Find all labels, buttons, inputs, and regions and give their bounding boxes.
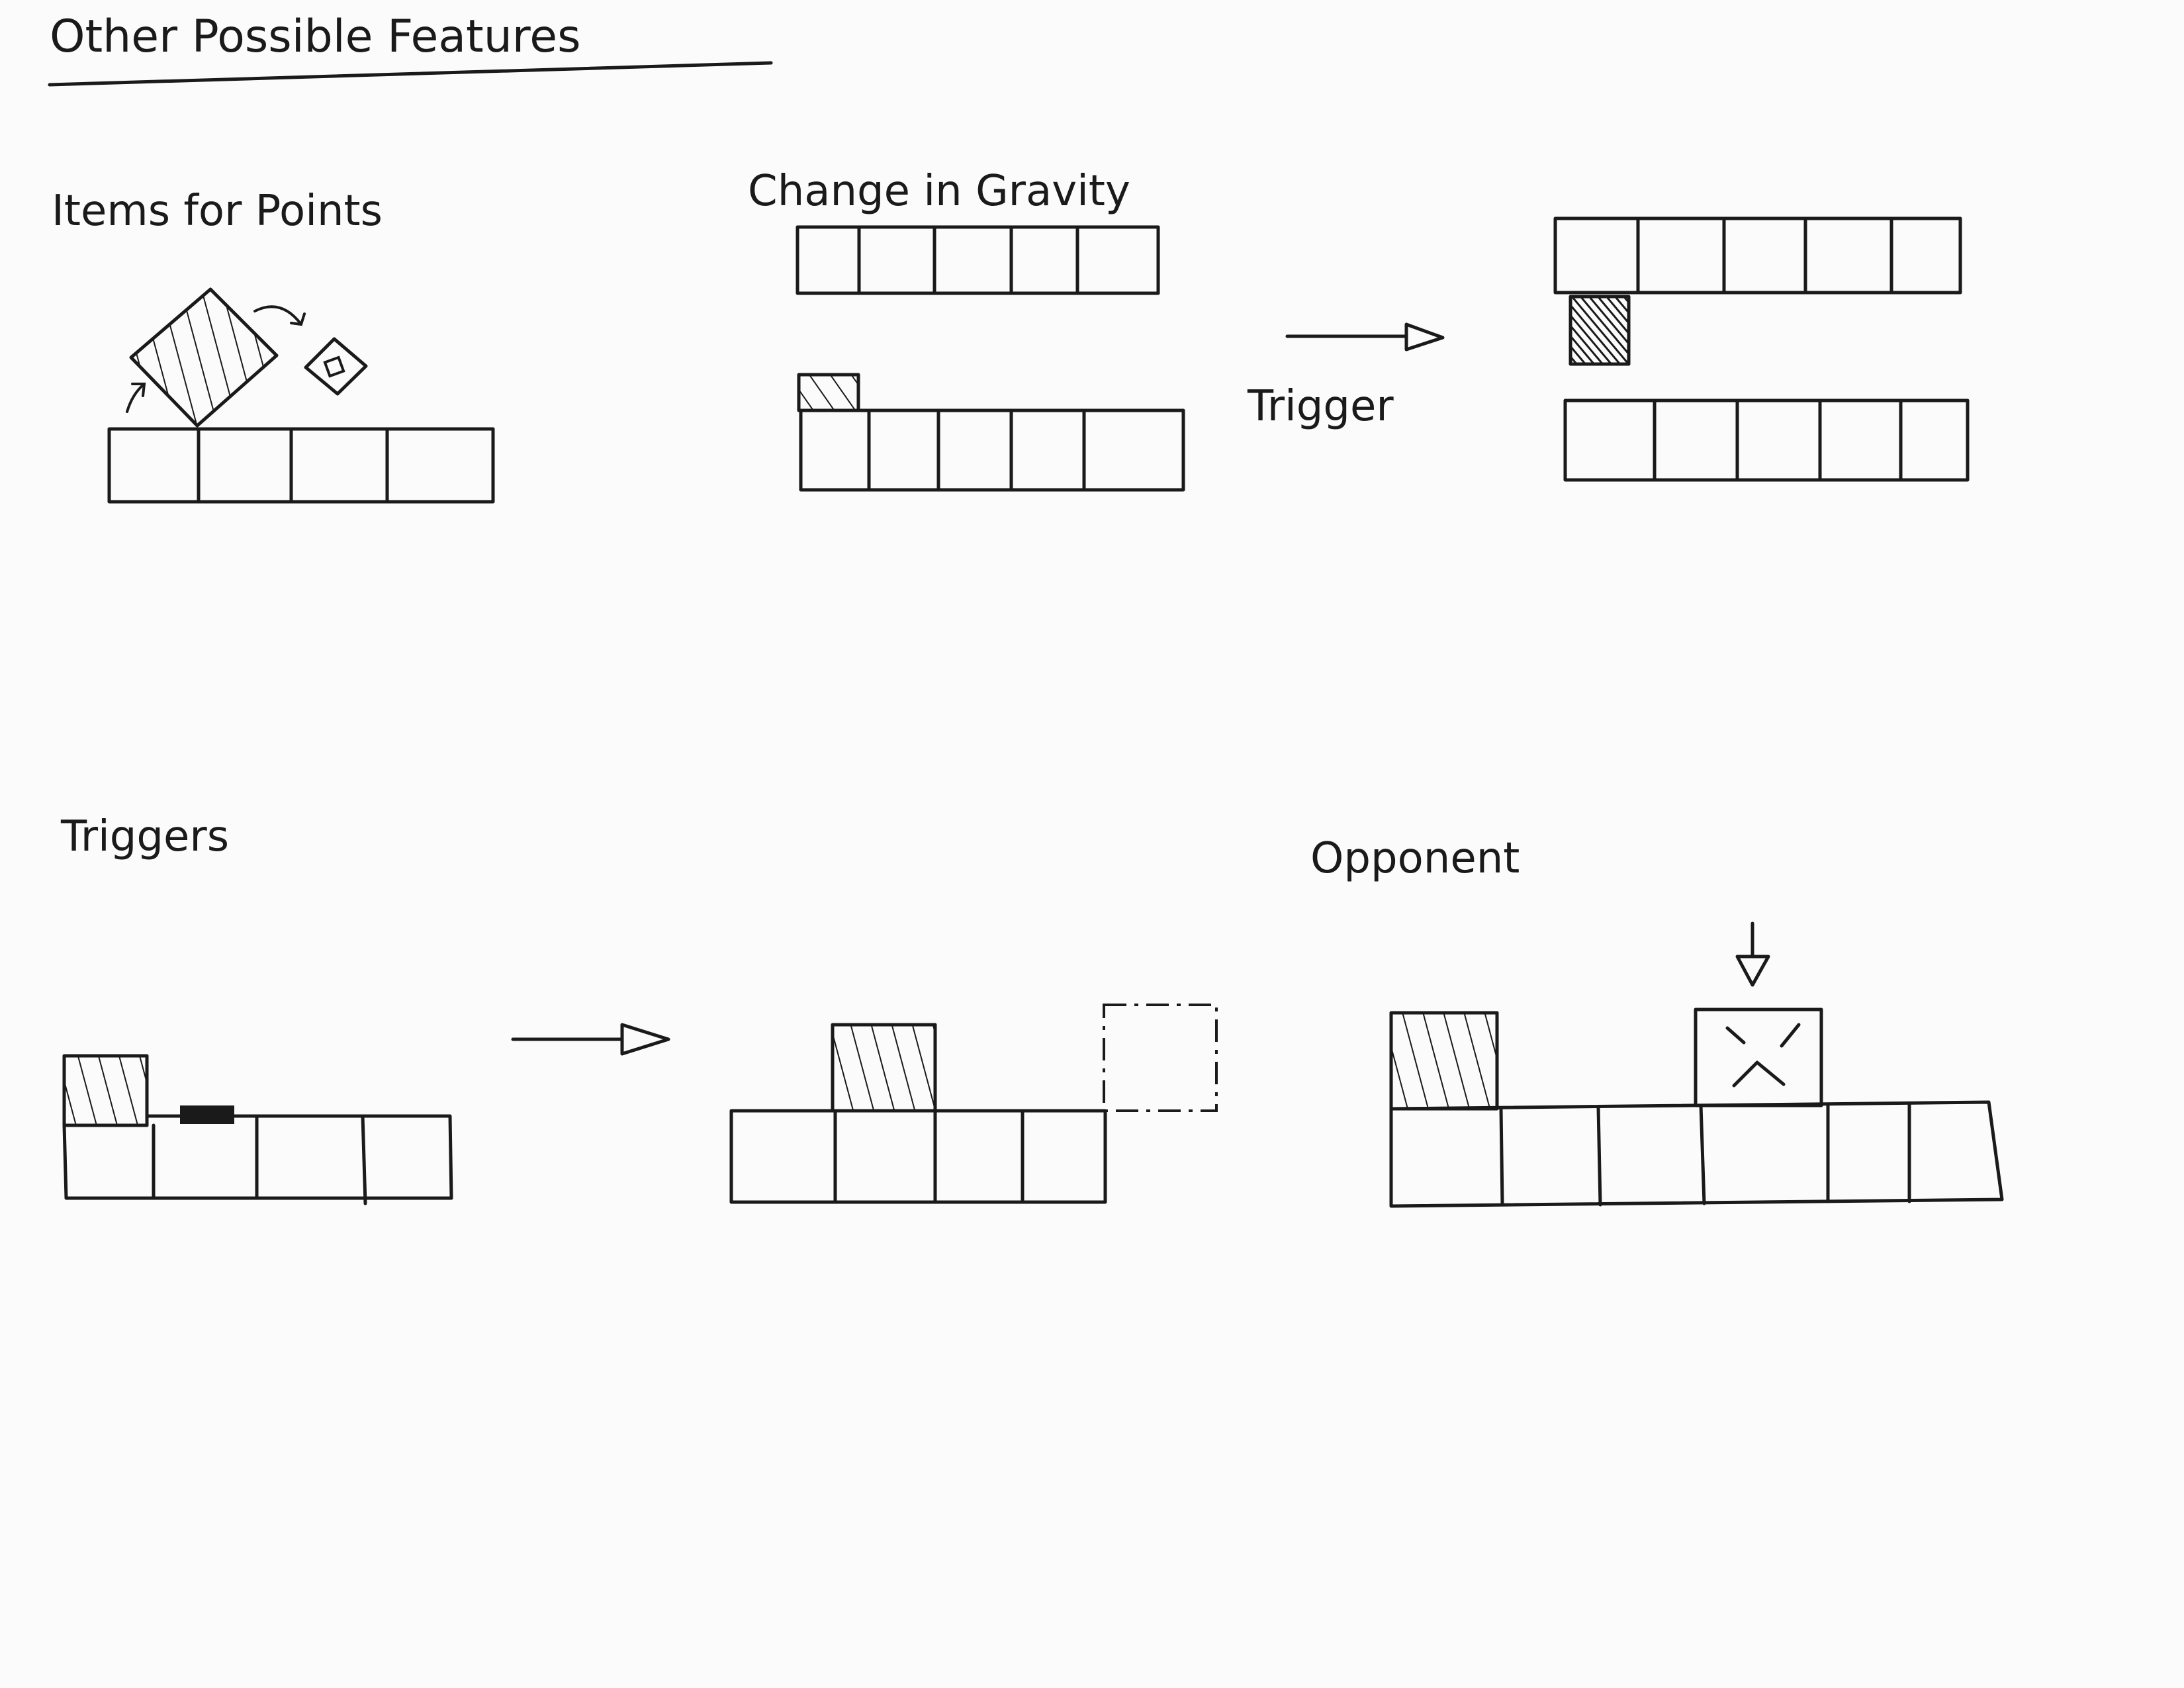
rotation-arrow-left	[126, 383, 146, 413]
change-in-gravity-label: Change in Gravity	[748, 167, 1130, 216]
opponent-block	[1694, 1008, 1823, 1107]
section-triggers: Triggers	[60, 812, 1218, 1205]
opponent-label: Opponent	[1310, 834, 1520, 883]
point-item	[304, 337, 368, 396]
page-title: Other Possible Features	[50, 11, 581, 63]
section-items-for-points: Items for Points	[52, 187, 495, 504]
opponent-floor	[1389, 1100, 2004, 1208]
items-for-points-label: Items for Points	[52, 187, 383, 236]
opponent-down-arrow	[1735, 921, 1770, 987]
trigger-floor-after	[729, 1109, 1107, 1204]
player-block-rotated	[131, 289, 277, 426]
player-block-small	[799, 375, 858, 410]
page-title-group: Other Possible Features	[48, 11, 773, 87]
triggers-label: Triggers	[60, 812, 229, 861]
trigger-floor-before	[62, 1114, 453, 1205]
player-block-inverted	[1570, 297, 1629, 364]
trigger-arrow-label: Trigger	[1247, 382, 1394, 431]
player-block-after	[833, 1025, 935, 1111]
player-block-before	[64, 1056, 147, 1125]
player-block-opponent	[1391, 1013, 1497, 1109]
ground-row	[107, 427, 495, 504]
ceiling-row-after	[1553, 216, 1962, 295]
title-underline	[48, 61, 773, 87]
section-opponent: Opponent	[1310, 834, 2004, 1208]
floor-row-after	[1563, 399, 1970, 482]
triggers-arrow	[511, 1023, 670, 1056]
ceiling-row-before	[796, 225, 1160, 295]
section-change-in-gravity: Change in Gravity Trigger	[748, 167, 1970, 492]
appearing-block	[1103, 1004, 1218, 1112]
rotation-arrow-right	[253, 305, 302, 326]
transition-arrow	[1285, 322, 1445, 352]
floor-row-before	[799, 408, 1185, 492]
